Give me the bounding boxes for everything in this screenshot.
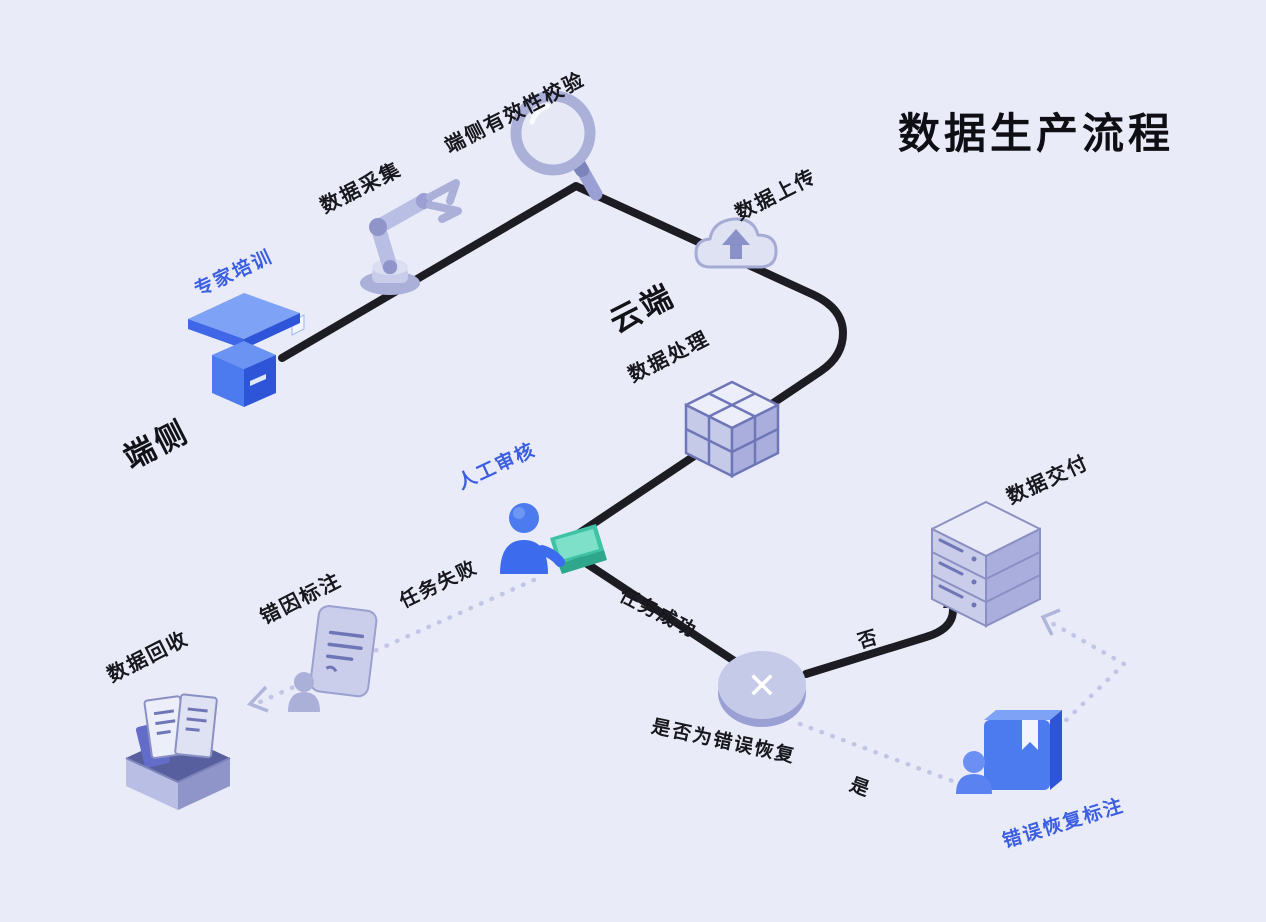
dotted-task-failed-path [257,577,537,705]
robot-arm-icon [338,175,483,305]
flow-main-path [278,182,847,672]
server-stack-icon [928,498,1044,635]
decision-x-icon: ✕ [714,645,810,738]
decision-x-mark: ✕ [747,665,777,706]
box-documents-icon [112,680,244,817]
dotted-yes-path [797,721,969,789]
dotted-recovery-return-path [1047,619,1128,731]
person-laptop-icon [492,492,607,597]
podium-icon [182,283,307,423]
page-title: 数据生产流程 [898,110,1175,157]
cloud-upload-icon [688,205,784,286]
person-document-icon [282,600,390,723]
magnifier-icon [508,88,608,211]
arrow-chevron-right [1040,608,1061,636]
person-book-icon [948,692,1072,815]
cube-blocks-icon [678,368,786,485]
arrow-chevron-left [246,685,269,713]
